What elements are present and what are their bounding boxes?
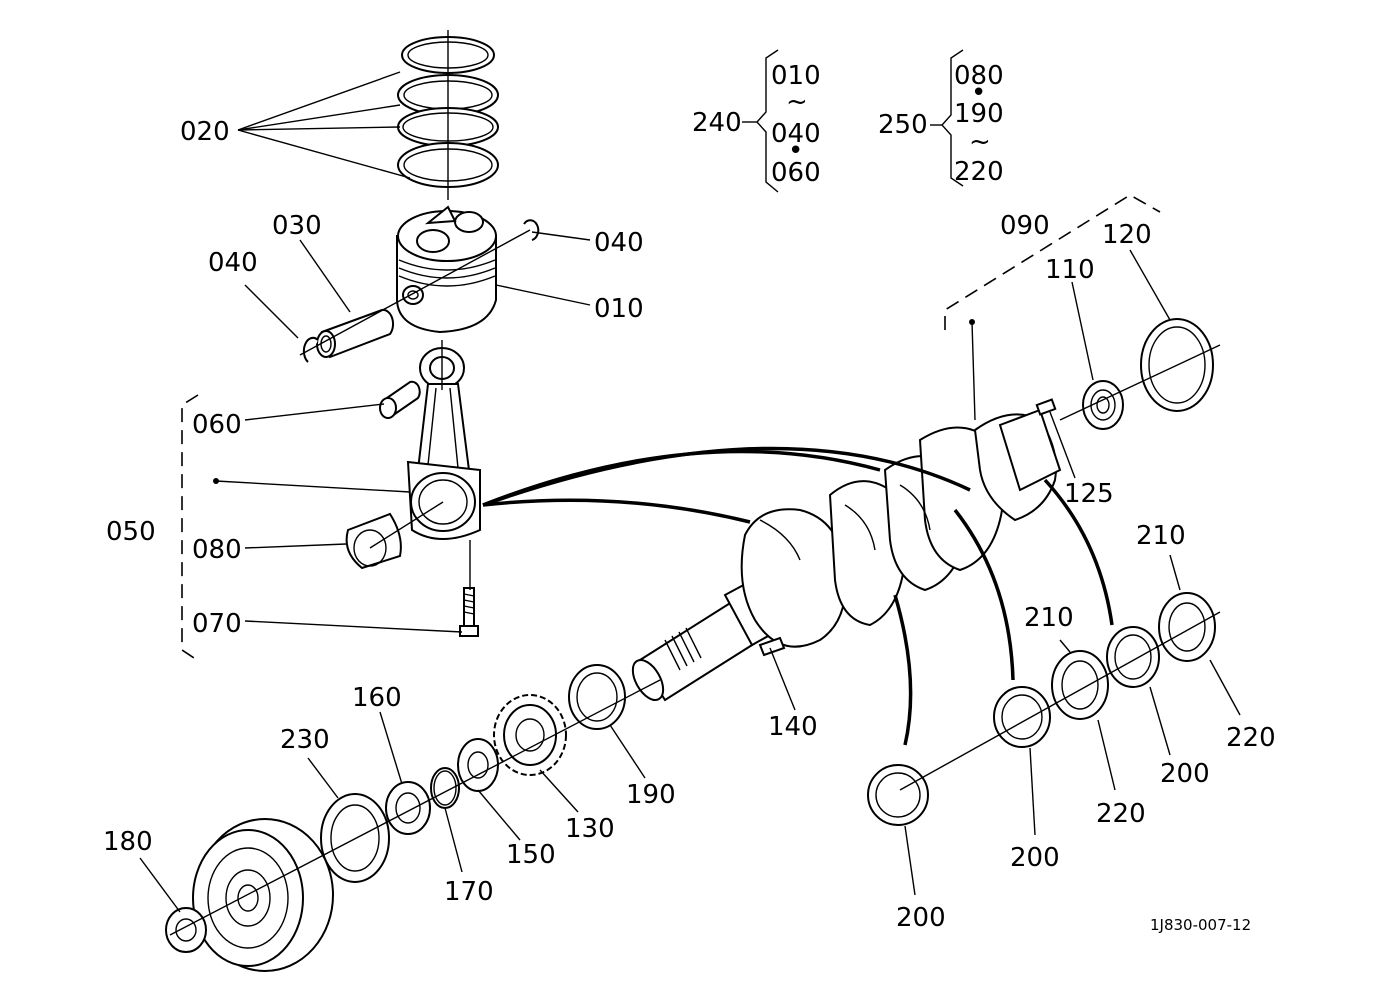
crank-key [758,636,786,657]
label-010: 010 [594,294,644,324]
label-220-a: 220 [1226,723,1276,753]
label-230: 230 [280,725,330,755]
set-250-label: 250 [878,110,928,140]
label-040-right: 040 [594,228,644,258]
set-250-item-4: ~ [969,127,991,157]
label-070: 070 [192,609,242,639]
collar-160 [385,781,431,835]
label-190: 190 [626,780,676,810]
label-170: 170 [444,877,494,907]
leader-lines [139,71,1241,913]
set-250: 250 080 • 190 ~ 220 [878,61,1004,187]
label-220-b: 220 [1096,799,1146,829]
big-end-bearing [345,512,402,570]
label-110: 110 [1045,255,1095,285]
label-200-c: 200 [896,903,946,933]
label-090: 090 [1000,211,1050,241]
o-ring-170 [430,767,460,809]
label-210-a: 210 [1136,521,1186,551]
piston [396,205,497,334]
circlip-left [302,336,319,363]
bearing-190 [568,664,626,730]
set-240-item-5: 060 [771,158,821,188]
set-250-item-1: 080 [954,61,1004,91]
label-160: 160 [352,683,402,713]
label-200-a: 200 [1160,759,1210,789]
washer-150 [457,738,499,792]
set-240-label: 240 [692,108,742,138]
label-210-b: 210 [1024,603,1074,633]
part-labels: 020 030 040 040 010 060 050 080 070 090 … [103,117,1276,933]
label-060: 060 [192,410,242,440]
drawing-code: 1J830-007-12 [1150,916,1251,934]
label-150: 150 [506,840,556,870]
label-120: 120 [1102,220,1152,250]
thrust-washer-210-a [1158,592,1216,662]
rod-bolt [459,587,479,637]
center-lines [169,30,1221,936]
set-240-item-1: 010 [771,61,821,91]
bearing-110 [1082,380,1124,430]
assignment-arrows [482,446,1114,746]
connecting-rod [406,347,481,540]
main-bearing-200-c [993,686,1051,748]
label-020: 020 [180,117,230,147]
label-030: 030 [272,211,322,241]
crank-pulley [192,818,334,972]
crankshaft [631,398,1062,702]
set-250-item-3: 190 [954,99,1004,129]
set-240-item-4: • [788,136,803,166]
set-240-item-2: ~ [786,87,808,117]
set-250-item-5: 220 [954,157,1004,187]
circlip-right [523,219,540,241]
main-bearing-200-d [867,764,929,826]
label-180: 180 [103,827,153,857]
label-130: 130 [565,814,615,844]
group-brackets [181,194,1161,663]
label-080: 080 [192,535,242,565]
thrust-washer-210-b [1051,650,1109,720]
small-end-bushing [379,380,421,419]
set-240: 240 010 ~ 040 • 060 [692,61,821,188]
piston-pin [316,308,395,359]
label-040-left: 040 [208,248,258,278]
pulley-nut [165,907,207,953]
label-140: 140 [768,712,818,742]
set-250-item-2: • [971,78,986,108]
crank-gear [493,694,567,776]
set-240-item-3: 040 [771,119,821,149]
main-bearing-200-b [1106,626,1160,688]
label-200-b: 200 [1010,843,1060,873]
label-125: 125 [1064,479,1114,509]
label-050: 050 [106,517,156,547]
